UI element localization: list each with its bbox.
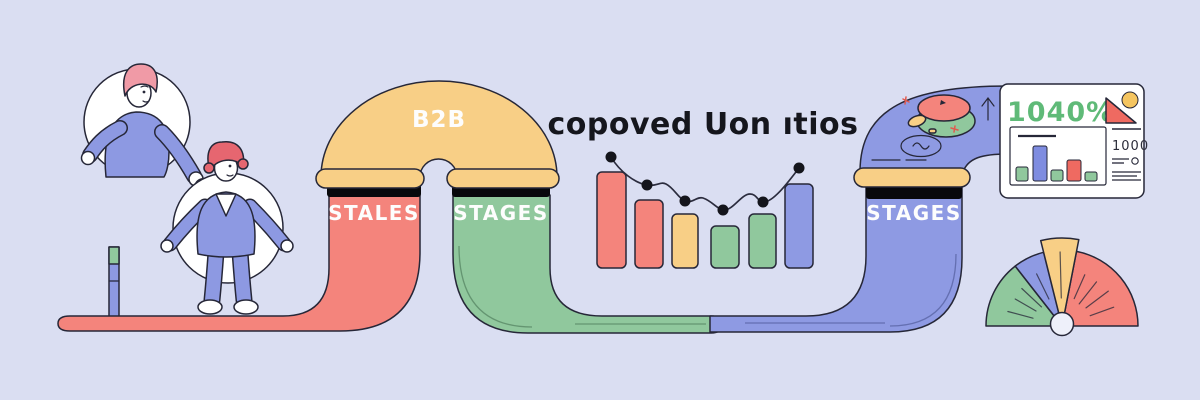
up-arrow-icon [981,97,995,121]
red-pipe-label: STALES [328,201,420,225]
trend-dot [793,162,805,174]
bar-3 [671,213,699,269]
gauge-chart [985,237,1139,337]
trend-dot [605,151,617,163]
gauge-ticks [1007,251,1115,319]
bar-4 [710,225,740,269]
saleswoman-hand [160,239,174,253]
milestone-post [108,246,120,319]
trend-dot [757,196,769,208]
pipe-flange [446,168,560,189]
saleswoman-figure [160,141,294,315]
trend-dot [717,204,729,216]
shoe [233,299,259,315]
bar-2 [634,199,664,269]
metric-value: 1040% [1007,97,1114,128]
gauge-hub [1049,311,1075,337]
b2b-arch [320,80,558,178]
saleswoman-hair [207,141,245,173]
circle-icon [1121,91,1139,109]
gauge-segment-yellow [1039,237,1080,327]
triangle-icon [1105,97,1137,124]
pipe-flange [853,167,971,188]
trend-dot [641,179,653,191]
pipe-flange [315,168,425,189]
elbow-doodles [871,94,995,161]
green-pipe-label: STAGES [453,201,548,225]
gauge-segment-red [1061,250,1139,327]
side-value: 1000 [1112,139,1149,154]
pie-blob [917,94,971,122]
shoe [197,299,223,315]
bar-5 [748,213,777,269]
speech-ellipse [900,134,942,158]
blue-pipe-path [709,85,1009,333]
v-neck [215,193,237,217]
dashboard-card: 1040% 1000 [999,83,1149,199]
red-pipe-path [57,194,421,332]
salesman-hair [123,63,158,97]
arch-label: B2B [412,107,466,133]
bar-1 [596,171,627,269]
bar-6 [784,183,814,269]
saleswoman-torso [196,191,256,258]
funnel-bar-chart: copoved Uon ıtios [548,107,859,269]
salesman-hand [80,150,96,166]
trend-dot [679,195,691,207]
chart-title: copoved Uon ıtios [548,107,859,142]
card-mini-chart [1009,126,1107,186]
saleswoman-hand [280,239,294,253]
card-side-column: 1000 [1112,128,1149,181]
blue-pipe-label: STAGES [866,201,961,225]
gauge-segment-green [985,265,1063,327]
